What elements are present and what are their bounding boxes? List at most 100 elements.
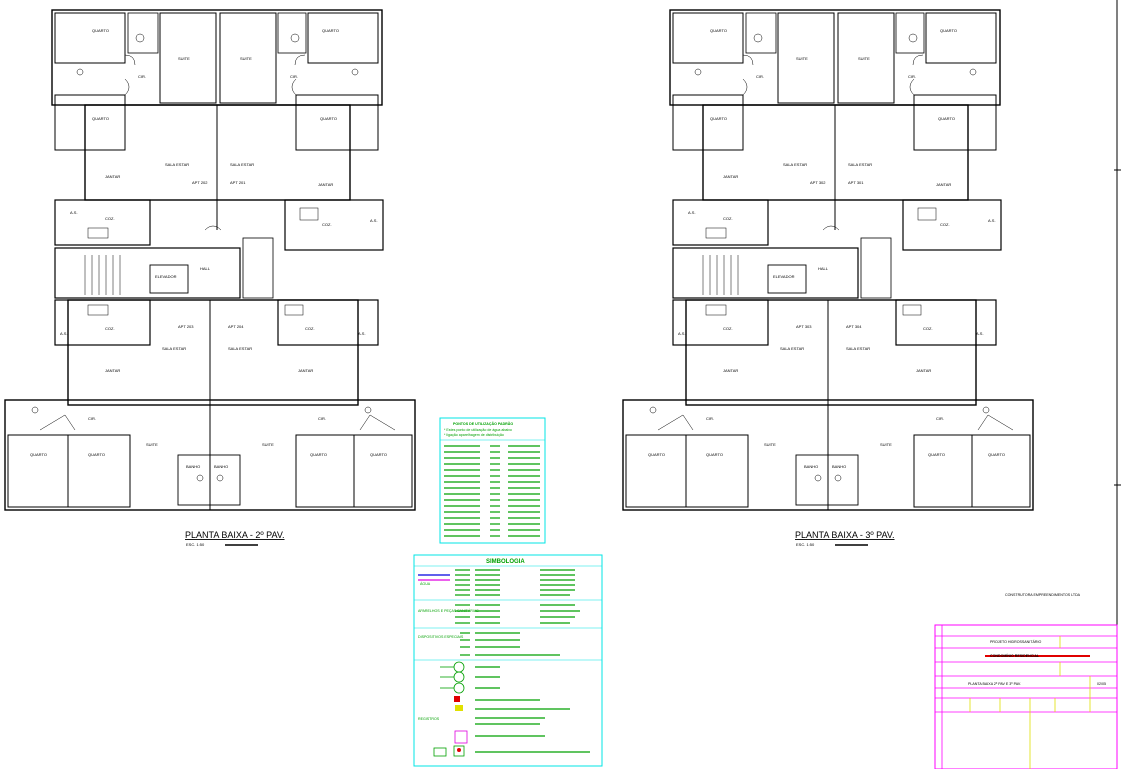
room-label: APT 303 [796, 324, 812, 329]
room-label: QUARTO [928, 452, 945, 457]
title-block-sheet-title: PLANTA BAIXA 2º PAV E 3º PAV. [968, 682, 1021, 686]
plan-scale: ESC. 1:50 [186, 542, 205, 547]
room-label: QUARTO [92, 28, 109, 33]
room-label: A.S. [370, 218, 378, 223]
room-label: BANHO [214, 464, 228, 469]
room-label: SALA ESTAR [165, 162, 189, 167]
floor-plan-2nd-floor: QUARTO QUARTO SUITE SUITE QUARTO QUARTO … [4, 9, 416, 547]
room-label: APT 302 [810, 180, 826, 185]
room-label: BANHO [804, 464, 818, 469]
room-label: A.S. [976, 331, 984, 336]
room-label: CIR. [706, 416, 714, 421]
room-label: SUITE [858, 56, 870, 61]
room-label: A.S. [688, 210, 696, 215]
title-block-owner: CONDOMÍNIO RESIDENCIAL [990, 653, 1040, 658]
room-label: APT 204 [228, 324, 244, 329]
plan-scale: ESC. 1:50 [796, 542, 815, 547]
room-label: QUARTO [322, 28, 339, 33]
room-label: A.S. [358, 331, 366, 336]
room-label: CIR. [138, 74, 146, 79]
room-label: COZ. [723, 216, 733, 221]
room-label: COZ. [940, 222, 950, 227]
legend-group-label: DISPOSITIVOS ESPECIAIS [418, 635, 464, 639]
room-label: A.S. [60, 331, 68, 336]
room-label: QUARTO [88, 452, 105, 457]
room-label: QUARTO [310, 452, 327, 457]
room-label: QUARTO [648, 452, 665, 457]
room-label: BANHO [186, 464, 200, 469]
room-label: SUITE [240, 56, 252, 61]
room-label: SALA ESTAR [846, 346, 870, 351]
legend-points-rows [444, 445, 540, 537]
room-label: COZ. [322, 222, 332, 227]
room-label: QUARTO [710, 28, 727, 33]
room-label: SALA ESTAR [228, 346, 252, 351]
room-label: SALA ESTAR [162, 346, 186, 351]
room-label: BANHO [832, 464, 846, 469]
room-label: CIR. [936, 416, 944, 421]
room-label: ELEVADOR [155, 274, 177, 279]
legend-points-subtitle: * Estes ponto de utilização de água abai… [444, 428, 512, 432]
room-label: A.S. [678, 331, 686, 336]
room-label: COZ. [723, 326, 733, 331]
room-label: SUITE [796, 56, 808, 61]
room-label: COZ. [105, 216, 115, 221]
legend-symbol-icons [418, 574, 468, 757]
room-label: QUARTO [710, 116, 727, 121]
room-label: APT 203 [178, 324, 194, 329]
legend-symbology: SIMBOLOGIA ÁGUA APARELHOS E PEÇAS SANITÁ… [413, 554, 603, 767]
room-label: APT 201 [230, 180, 246, 185]
room-label: JANTAR [723, 174, 738, 179]
plan-title: PLANTA BAIXA - 3º PAV. [795, 530, 895, 540]
legend-points-subtitle: * ligação aparelhagem de distribuição [444, 433, 504, 437]
floor-plan-3rd-floor: QUARTO QUARTO SUITE SUITE QUARTO QUARTO … [622, 9, 1034, 547]
room-label: ELEVADOR [773, 274, 795, 279]
room-label: QUARTO [706, 452, 723, 457]
title-block-project: PROJETO HIDROSSANITÁRIO [990, 640, 1041, 644]
room-label: JANTAR [318, 182, 333, 187]
room-label: SALA ESTAR [780, 346, 804, 351]
plan-walls [622, 9, 1034, 511]
room-label: CIR. [318, 416, 326, 421]
room-label: HALL [200, 266, 211, 271]
legend-symbology-title: SIMBOLOGIA [486, 559, 525, 565]
room-label: SUITE [262, 442, 274, 447]
room-label: SUITE [880, 442, 892, 447]
room-label: SALA ESTAR [230, 162, 254, 167]
room-label: CIR. [290, 74, 298, 79]
title-block-sheet-number: 02/05 [1097, 682, 1106, 686]
plan-details [31, 33, 396, 482]
room-label: QUARTO [320, 116, 337, 121]
room-label: A.S. [70, 210, 78, 215]
legend-points-title: PONTOS DE UTILIZAÇÃO PADRÃO [453, 421, 513, 426]
room-label: SUITE [178, 56, 190, 61]
room-label: APT 202 [192, 180, 208, 185]
room-label: JANTAR [916, 368, 931, 373]
room-label: QUARTO [92, 116, 109, 121]
room-label: HALL [818, 266, 829, 271]
room-label: QUARTO [370, 452, 387, 457]
room-label: SUITE [146, 442, 158, 447]
room-label: CIR. [908, 74, 916, 79]
legend-symbol-rows [455, 569, 590, 753]
room-label: A.S. [988, 218, 996, 223]
room-label: QUARTO [988, 452, 1005, 457]
title-block: CONSTRUTORA EMPREENDIMENTOS LTDA PROJETO… [934, 593, 1118, 769]
room-label: APT 304 [846, 324, 862, 329]
plan-title: PLANTA BAIXA - 2º PAV. [185, 530, 285, 540]
room-label: JANTAR [105, 174, 120, 179]
room-label: JANTAR [723, 368, 738, 373]
room-label: CIR. [756, 74, 764, 79]
legend-utilization-points: PONTOS DE UTILIZAÇÃO PADRÃO * Estes pont… [439, 417, 546, 544]
legend-group-label: APARELHOS E PEÇAS SANITÁRIAS [418, 609, 479, 613]
room-label: SALA ESTAR [783, 162, 807, 167]
room-label: QUARTO [30, 452, 47, 457]
plan-walls [4, 9, 416, 511]
room-label: APT 301 [848, 180, 864, 185]
room-label: JANTAR [298, 368, 313, 373]
room-label: JANTAR [105, 368, 120, 373]
room-label: QUARTO [938, 116, 955, 121]
room-labels: QUARTO QUARTO SUITE SUITE QUARTO QUARTO … [30, 28, 387, 469]
room-label: SUITE [764, 442, 776, 447]
